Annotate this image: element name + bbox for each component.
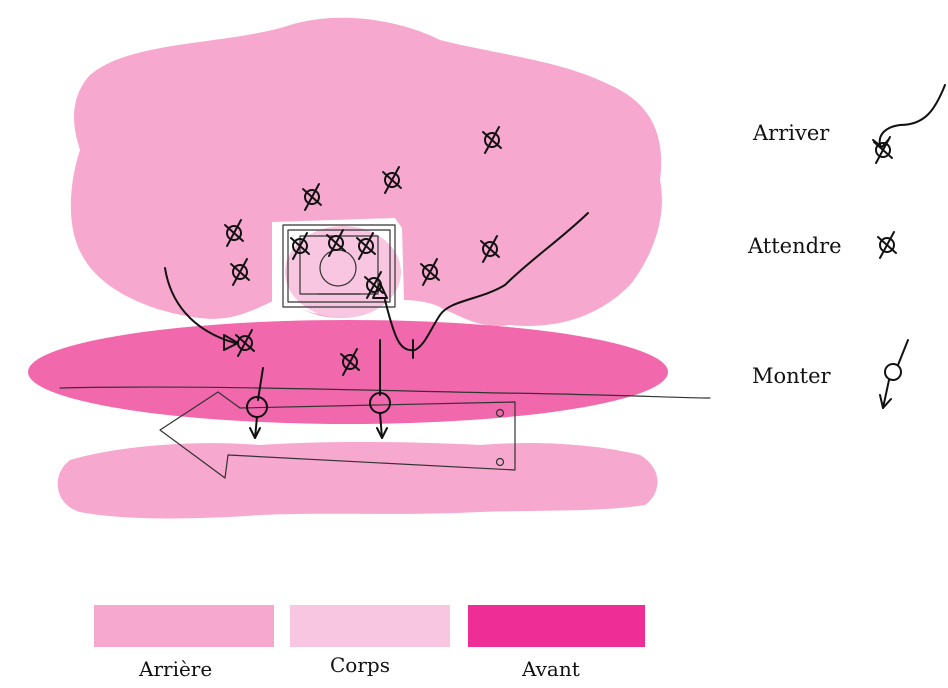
swatch-avant	[468, 605, 645, 647]
legend-label-arriver: Arriver	[752, 121, 830, 145]
swatch-label-corps: Corps	[330, 653, 390, 677]
swatch-corps	[290, 605, 450, 647]
player-moving-up-icon	[879, 339, 909, 409]
zone-back-bottom	[57, 441, 658, 519]
arrow-dot-icon	[495, 457, 505, 467]
player-moving-up-icon	[246, 367, 268, 439]
legend-label-attendre: Attendre	[747, 234, 842, 258]
zone-back-top	[70, 17, 662, 327]
player-moving-up-icon	[369, 339, 391, 439]
arrival-path	[384, 212, 589, 352]
swatch-arriere	[94, 605, 274, 647]
arrival-arrowhead-icon	[372, 282, 388, 299]
player-waiting-icon	[877, 231, 897, 259]
arrival-path	[164, 267, 236, 344]
swatch-label-avant: Avant	[521, 657, 580, 681]
field-line	[59, 386, 711, 399]
legend-label-monter: Monter	[752, 364, 832, 388]
zone-front-ellipse	[28, 320, 668, 424]
player-arriving-icon	[872, 84, 946, 164]
swatch-label-arriere: Arrière	[138, 657, 212, 681]
arrival-arrowhead-icon	[223, 334, 239, 351]
arrow-dot-icon	[495, 408, 505, 418]
direction-arrow-icon	[159, 391, 516, 479]
